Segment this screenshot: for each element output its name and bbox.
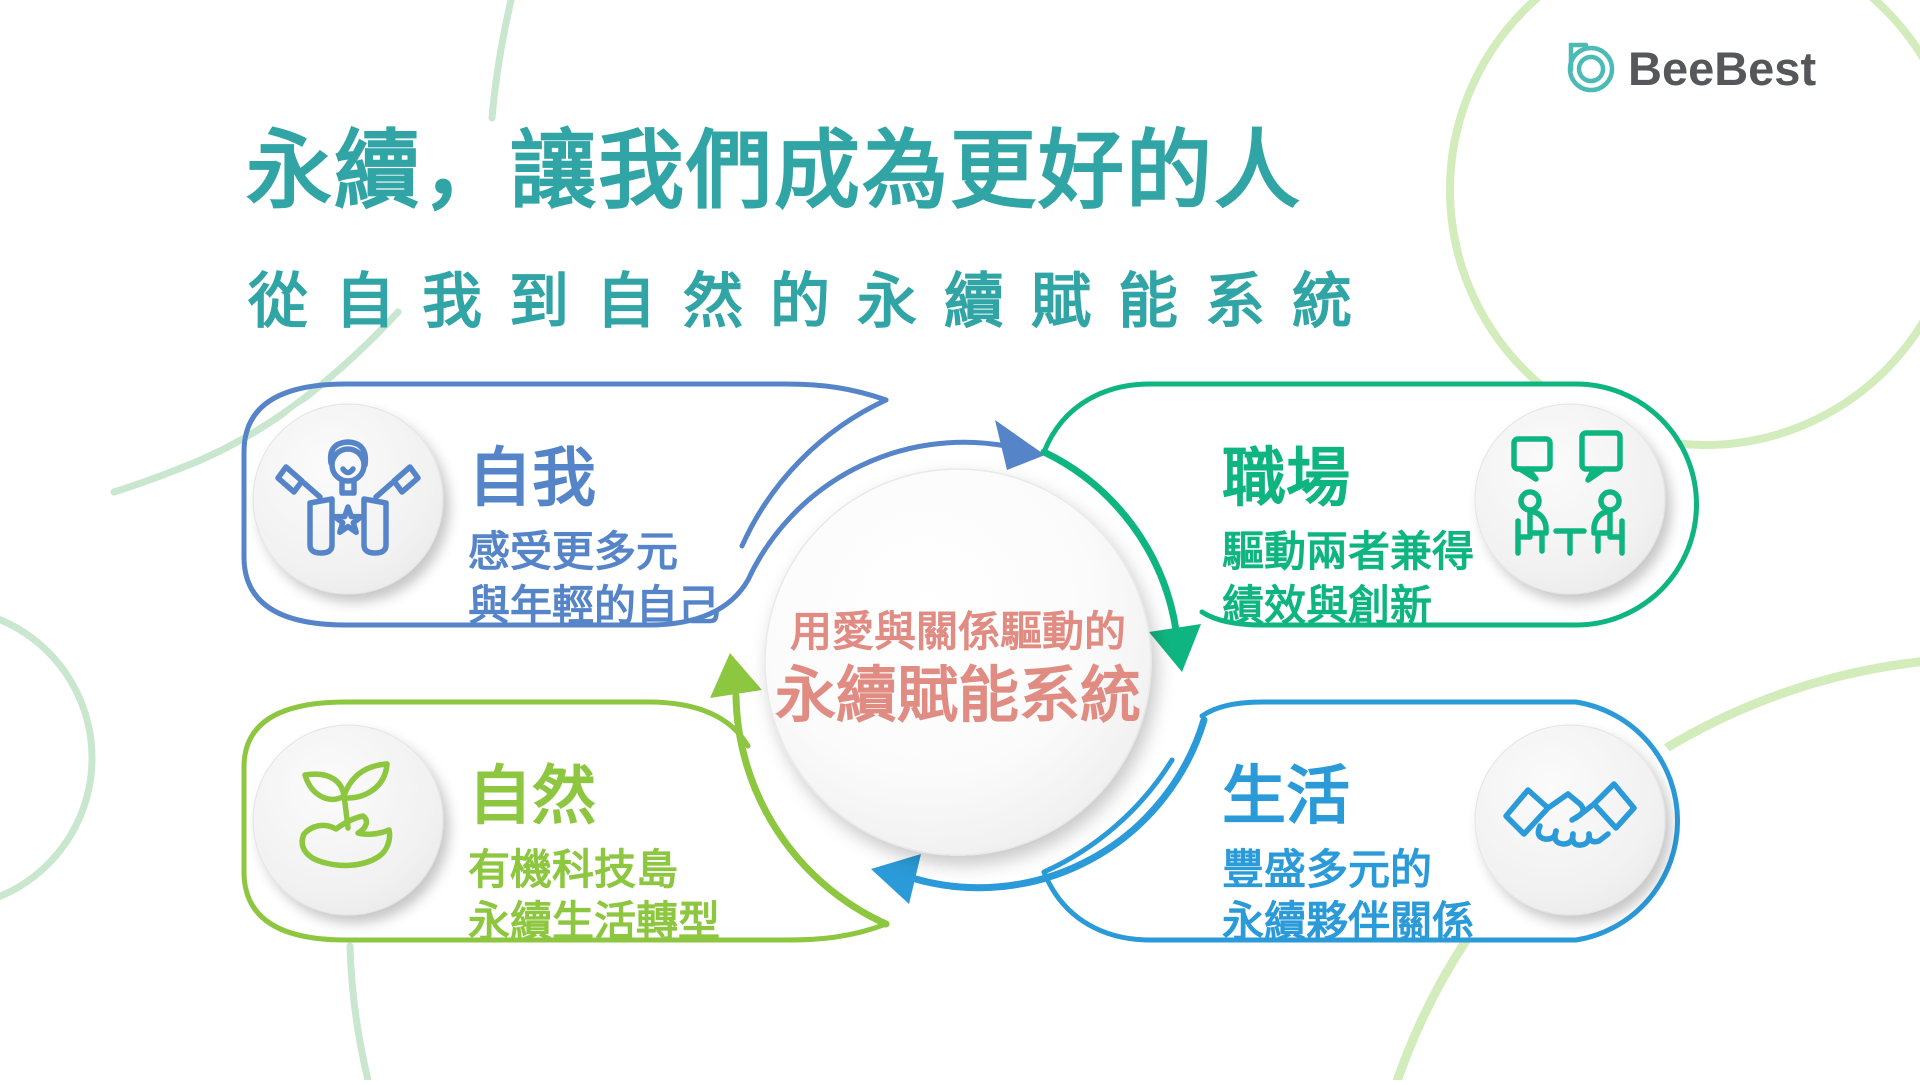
- card-life-inner-arc: [1041, 757, 1175, 875]
- arrow-nature-to-self: [732, 692, 890, 928]
- handshake-icon: [1503, 781, 1637, 848]
- card-self-inner-arc: [739, 397, 889, 549]
- arrow-life-to-nature-head: [871, 854, 921, 904]
- card-work-title: 職場: [1222, 442, 1350, 514]
- card-life-title: 生活: [1222, 760, 1350, 832]
- card-nature-outline: [241, 699, 889, 943]
- beebest-logo-icon: [1567, 42, 1615, 93]
- card-nature-line2: 永續生活轉型: [468, 898, 720, 945]
- hub-line2: 永續賦能系統: [775, 661, 1141, 729]
- hub: 用愛與關係驅動的 永續賦能系統: [764, 468, 1152, 856]
- brand-name: BeeBest: [1628, 42, 1816, 95]
- card-life-line2: 永續夥伴關係: [1222, 898, 1474, 945]
- deco-arc-top-left: [488, 0, 515, 122]
- arrow-work-to-life: [1040, 448, 1180, 634]
- cheering-person-icon: [275, 439, 421, 556]
- card-nature-title: 自然: [468, 760, 596, 832]
- logo: BeeBest: [1567, 42, 1816, 95]
- card-self-line1: 感受更多元: [468, 528, 678, 575]
- arrow-nature-to-self-head: [710, 653, 762, 698]
- card-self-outline-and-arrow: [241, 381, 1009, 628]
- page-subtitle: 從自我到自然的永續賦能系統: [247, 268, 1379, 335]
- deco-circle-left-edge: [0, 615, 96, 901]
- hub-circle: [764, 468, 1152, 856]
- card-life-line1: 豐盛多元的: [1222, 846, 1432, 893]
- card-work-line2: 績效與創新: [1222, 582, 1432, 629]
- arrow-work-to-life-head: [1149, 624, 1201, 672]
- card-self-title: 自我: [468, 442, 596, 514]
- meeting-discussion-icon: [1511, 430, 1625, 556]
- badge-work: [1474, 403, 1666, 595]
- header: 永續，讓我們成為更好的人 從自我到自然的永續賦能系統: [246, 123, 1379, 335]
- badge-self: [252, 403, 444, 595]
- arrow-life-to-nature: [908, 716, 1208, 892]
- hub-line1: 用愛與關係驅動的: [790, 608, 1126, 655]
- arrow-self-to-work-head: [995, 420, 1045, 470]
- badges: [252, 403, 1666, 916]
- deco-arc-bottom-left: [346, 942, 372, 1084]
- card-self-line2: 與年輕的自己: [468, 582, 720, 629]
- hand-sprout-icon: [299, 761, 393, 869]
- card-nature-line1: 有機科技島: [468, 846, 678, 893]
- card-labels: 自我 感受更多元 與年輕的自己 職場 驅動兩者兼得 績效與創新 生活 豐盛多元的…: [468, 442, 1474, 945]
- card-work-outline: [1041, 381, 1699, 628]
- card-life-outline: [1041, 699, 1681, 943]
- page-title: 永續，讓我們成為更好的人: [246, 123, 1302, 219]
- card-work-line1: 驅動兩者兼得: [1222, 528, 1474, 575]
- deco-arc-left-diagonal: [110, 308, 402, 496]
- deco-circle-top-right: [1446, 0, 1920, 449]
